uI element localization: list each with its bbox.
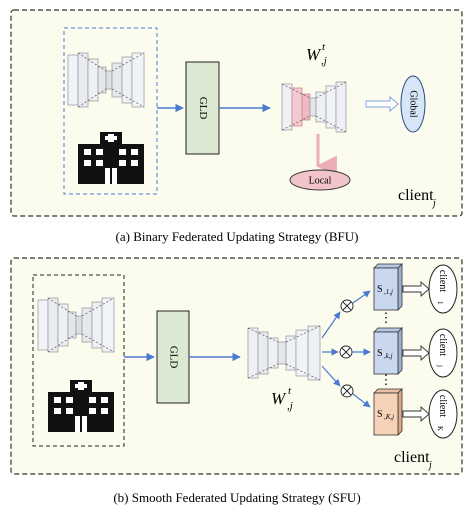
dataset-box-a [63, 27, 158, 195]
arrow-to-client-3 [402, 406, 430, 422]
s-sub-3: ,K,j [384, 413, 394, 421]
panel-a: GLD W t ,j Global Local [10, 9, 463, 217]
multiply-node-1 [340, 299, 354, 313]
s-label-2: S [377, 348, 383, 359]
branch-arrow-1 [321, 311, 341, 339]
client-node-2 [428, 328, 458, 378]
s-label-1: S [377, 284, 383, 295]
arrow-to-global [365, 95, 399, 113]
client-node-1-label: client [437, 270, 448, 292]
arrow-to-client-1 [402, 281, 430, 297]
network-icon-b [37, 297, 115, 353]
s-sub-1: ,1,j [384, 288, 393, 296]
s-label-3: S [377, 409, 383, 420]
dataset-box-b [32, 274, 125, 447]
gld-label-a: GLD [197, 97, 209, 120]
hospital-icon-b [48, 380, 114, 432]
panel-a-frame [10, 9, 463, 217]
s-sub-2: ,k,j [384, 352, 393, 360]
weight-symbol-a: W [306, 45, 322, 64]
weight-symbol-b: W [271, 389, 287, 408]
arrow-to-s1 [352, 290, 371, 304]
local-node [289, 169, 351, 191]
client-node-1 [428, 264, 458, 314]
client-node-3-label: client [437, 395, 448, 417]
s-block-2 [373, 327, 403, 375]
weight-sub-a: ,j [321, 55, 327, 67]
arrow-to-sK [352, 393, 371, 408]
client-label-a: client [398, 187, 434, 204]
client-sub-b: j [427, 460, 432, 471]
client-node-3-sub: K [436, 426, 444, 431]
weight-label-b: W t ,j [271, 385, 293, 412]
branch-arrow-3 [321, 365, 341, 387]
network-icon-a [67, 52, 145, 108]
caption-a: (a) Binary Federated Updating Strategy (… [116, 229, 359, 244]
global-label: Global [408, 90, 419, 117]
ellipsis-2: ⋮ [380, 372, 393, 387]
client-node-1-sub: 1 [436, 301, 444, 305]
caption-b: (b) Smooth Federated Updating Strategy (… [113, 490, 360, 505]
weight-sup-b: t [288, 385, 292, 397]
client-node-3 [428, 389, 458, 439]
local-label: Local [309, 175, 332, 186]
weight-sup-a: t [322, 41, 326, 53]
model-icon-a [281, 81, 347, 133]
client-sub-a: j [431, 198, 436, 209]
multiply-node-2 [339, 345, 353, 359]
client-node-2-label: client [437, 334, 448, 356]
panel-b: GLD W t ,j [10, 257, 463, 475]
arrow-to-client-2 [402, 345, 430, 361]
s-block-3 [373, 388, 403, 436]
model-icon-b [247, 325, 321, 381]
client-label-b: client [394, 449, 430, 466]
ellipsis-1: ⋮ [380, 310, 393, 325]
gld-block-a [185, 61, 220, 155]
global-node [400, 75, 426, 133]
gld-label-b: GLD [167, 346, 179, 369]
gld-block-b [156, 310, 190, 404]
client-node-2-sub: j [436, 364, 444, 367]
weight-label-a: W t ,j [306, 41, 327, 67]
multiply-node-3 [340, 384, 354, 398]
hospital-icon-a [78, 132, 144, 184]
s-block-1 [373, 263, 403, 311]
weight-sub-b: ,j [287, 400, 293, 412]
